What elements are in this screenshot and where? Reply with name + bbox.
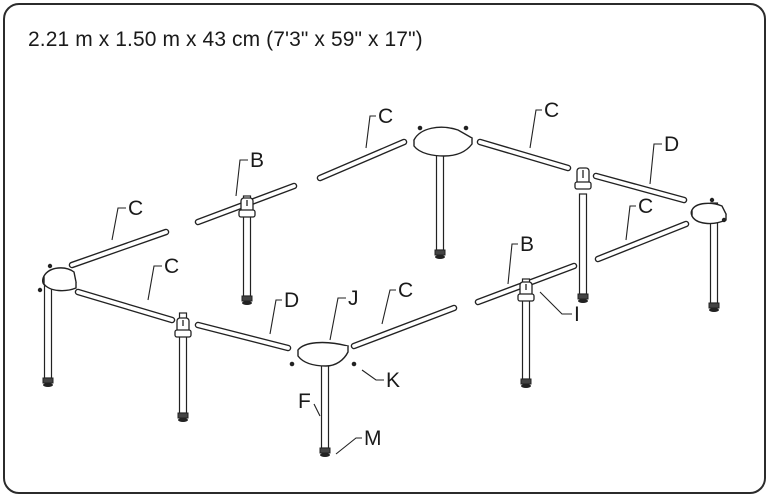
corner-connectors bbox=[37, 125, 727, 367]
beam-c-left-back bbox=[68, 228, 170, 269]
corner-connector-right bbox=[690, 197, 727, 225]
leg-top-right bbox=[577, 193, 589, 304]
part-labels: C C D C B C D J B C C I K F M bbox=[128, 99, 679, 450]
beam-c-left-front bbox=[74, 288, 176, 324]
t-connector-front-left bbox=[174, 317, 192, 338]
label-c-top-1: C bbox=[378, 105, 393, 128]
beam-c-front bbox=[350, 304, 458, 350]
label-d-front: D bbox=[284, 289, 299, 312]
label-c-front: C bbox=[398, 279, 413, 302]
corner-connector-front bbox=[289, 341, 357, 367]
label-b-left: B bbox=[250, 149, 264, 172]
label-d-right: D bbox=[664, 133, 679, 156]
corner-connector-top bbox=[413, 125, 473, 157]
beam-d-right bbox=[592, 172, 688, 204]
diagram-frame bbox=[3, 3, 766, 494]
label-c-left-back: C bbox=[128, 197, 143, 220]
label-f: F bbox=[298, 390, 311, 413]
beam-c-right bbox=[594, 220, 690, 263]
leader-lines bbox=[111, 109, 662, 455]
leg-top-corner bbox=[434, 149, 446, 260]
label-c-left-front: C bbox=[164, 255, 179, 278]
label-c-top-2: C bbox=[544, 99, 559, 122]
beam-d-front bbox=[194, 321, 292, 352]
diagram-title: 2.21 m x 1.50 m x 43 cm (7'3" x 59" x 17… bbox=[28, 28, 423, 51]
leg-left-corner bbox=[42, 277, 54, 388]
t-connector-top-right bbox=[574, 167, 592, 190]
beam-c-top-1 bbox=[316, 138, 408, 182]
t-connectors bbox=[174, 167, 592, 338]
label-b-right: B bbox=[520, 233, 534, 256]
label-i: I bbox=[574, 303, 580, 326]
beams bbox=[68, 138, 690, 352]
beam-c-top-2 bbox=[476, 138, 572, 172]
t-connector-mid-left bbox=[238, 197, 256, 218]
legs bbox=[42, 149, 720, 458]
label-c-right: C bbox=[638, 195, 653, 218]
label-m: M bbox=[364, 427, 382, 450]
corner-connector-left bbox=[37, 263, 77, 293]
label-j: J bbox=[348, 287, 359, 310]
t-connector-mid-right bbox=[517, 281, 535, 302]
label-k: K bbox=[386, 369, 400, 392]
